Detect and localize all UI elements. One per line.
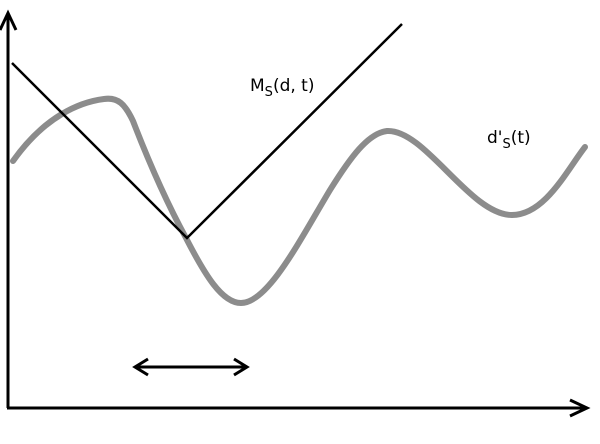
label-d-s-args: (t) [511, 128, 531, 148]
label-m-s: MS(d, t) [250, 76, 314, 100]
double-arrow-right-head [233, 357, 250, 377]
x-axis-arrowhead [569, 398, 591, 418]
curve-d-s [10, 95, 588, 306]
line-m-s [11, 23, 403, 240]
label-d-s-subscript: S [502, 137, 510, 152]
label-d-s: d'S(t) [487, 128, 531, 152]
y-axis-arrowhead [0, 9, 18, 31]
label-m-s-args: (d, t) [273, 76, 315, 96]
label-m-s-main: M [250, 76, 265, 96]
label-d-s-main: d' [487, 128, 502, 148]
label-m-s-subscript: S [265, 85, 273, 100]
double-arrow-left-head [132, 357, 149, 377]
